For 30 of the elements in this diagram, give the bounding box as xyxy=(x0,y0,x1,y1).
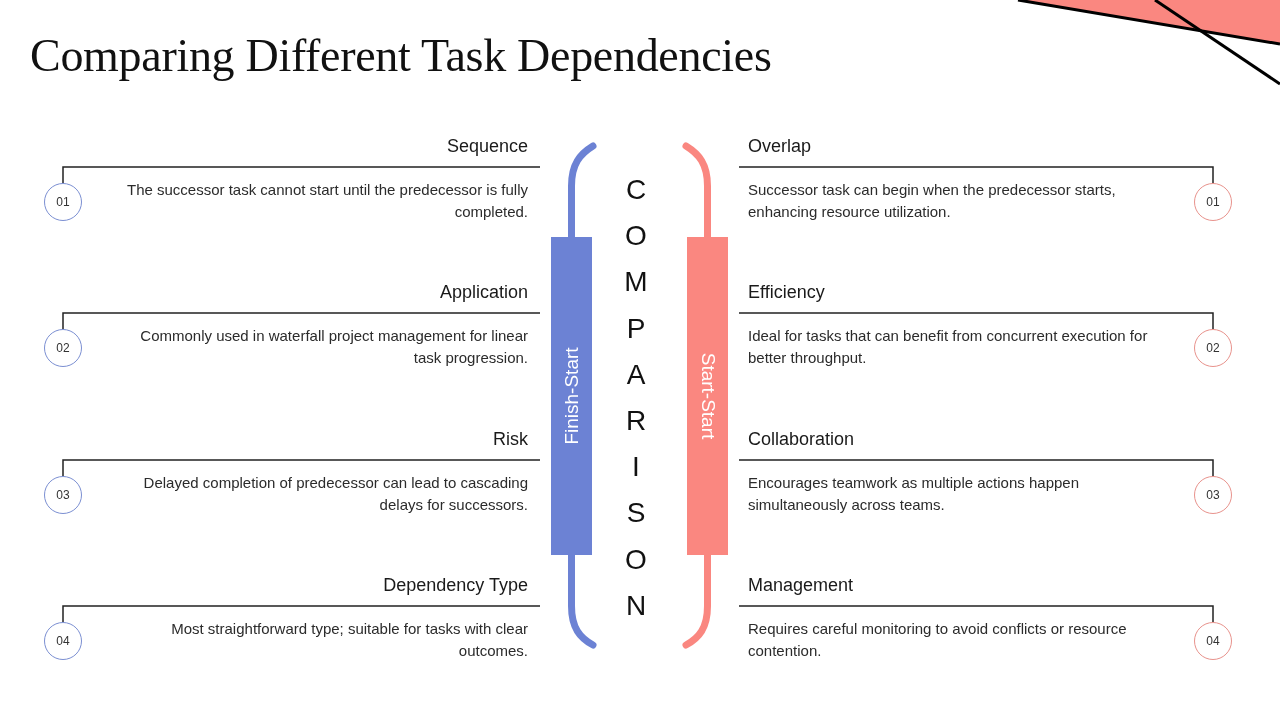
item-heading: Dependency Type xyxy=(383,574,528,596)
step-number-circle: 04 xyxy=(1194,622,1232,660)
item-heading: Application xyxy=(439,281,528,303)
step-number-circle: 02 xyxy=(44,329,82,367)
item-description: Ideal for tasks that can benefit from concurrent execution for better throughput. xyxy=(748,326,1149,368)
item-description: Commonly used in waterfall project management for linear task progression. xyxy=(139,326,528,368)
dependency-bar xyxy=(687,237,728,555)
item-heading: Sequence xyxy=(446,135,528,157)
item-description: Delayed completion of predecessor can lead to cascading delays for successors. xyxy=(142,473,528,515)
slide-title: Comparing Different Task Dependencies xyxy=(30,29,772,83)
bar-label: Start-Start xyxy=(696,352,719,440)
item-heading: Collaboration xyxy=(748,428,855,450)
step-number-circle: 01 xyxy=(44,183,82,221)
item-description: Requires careful monitoring to avoid conflicts or resource contention. xyxy=(748,619,1128,661)
item-heading: Risk xyxy=(493,428,528,450)
item-description: Most straightforward type; suitable for tasks with clear outcomes. xyxy=(170,619,528,661)
item-heading: Efficiency xyxy=(748,281,825,303)
item-heading: Management xyxy=(748,574,854,596)
bar-label: Finish-Start xyxy=(560,347,583,445)
step-number-circle: 01 xyxy=(1194,183,1232,221)
item-description: Encourages teamwork as multiple actions happen simultaneously across teams. xyxy=(748,473,1081,515)
item-heading: Overlap xyxy=(748,135,812,157)
item-description: Successor task can begin when the predecessor starts, enhancing resource utilization. xyxy=(748,180,1117,222)
item-description: The successor task cannot start until the predecessor is fully completed. xyxy=(126,180,528,222)
step-number-circle: 02 xyxy=(1194,329,1232,367)
step-number-circle: 03 xyxy=(1194,476,1232,514)
dependency-bar xyxy=(551,237,592,555)
step-number-circle: 04 xyxy=(44,622,82,660)
step-number-circle: 03 xyxy=(44,476,82,514)
vertical-title: COMPARISON xyxy=(624,173,648,623)
